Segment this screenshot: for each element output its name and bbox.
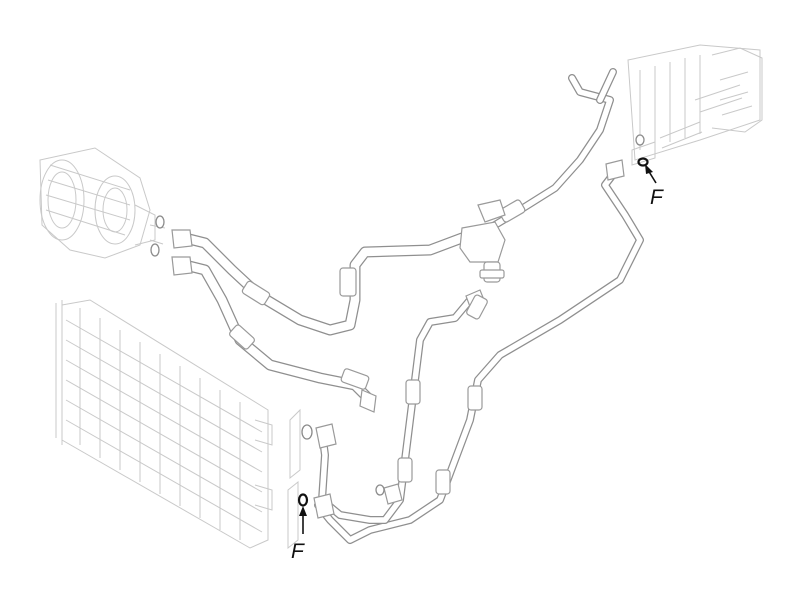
condenser (55, 299, 301, 550)
callout-arrow-lower (299, 506, 307, 534)
callout-label-lower: F (291, 540, 305, 563)
junction-block (459, 221, 506, 263)
callout-label-upper: F (650, 186, 664, 209)
seal-condenser (297, 493, 309, 507)
compressor (39, 147, 166, 259)
fittings (171, 159, 625, 519)
callout-arrow-upper (645, 164, 657, 184)
hoses-and-pipes (179, 68, 644, 544)
seal-evaporator (637, 157, 649, 167)
evaporator-unit (627, 44, 763, 166)
o-rings (150, 134, 645, 496)
